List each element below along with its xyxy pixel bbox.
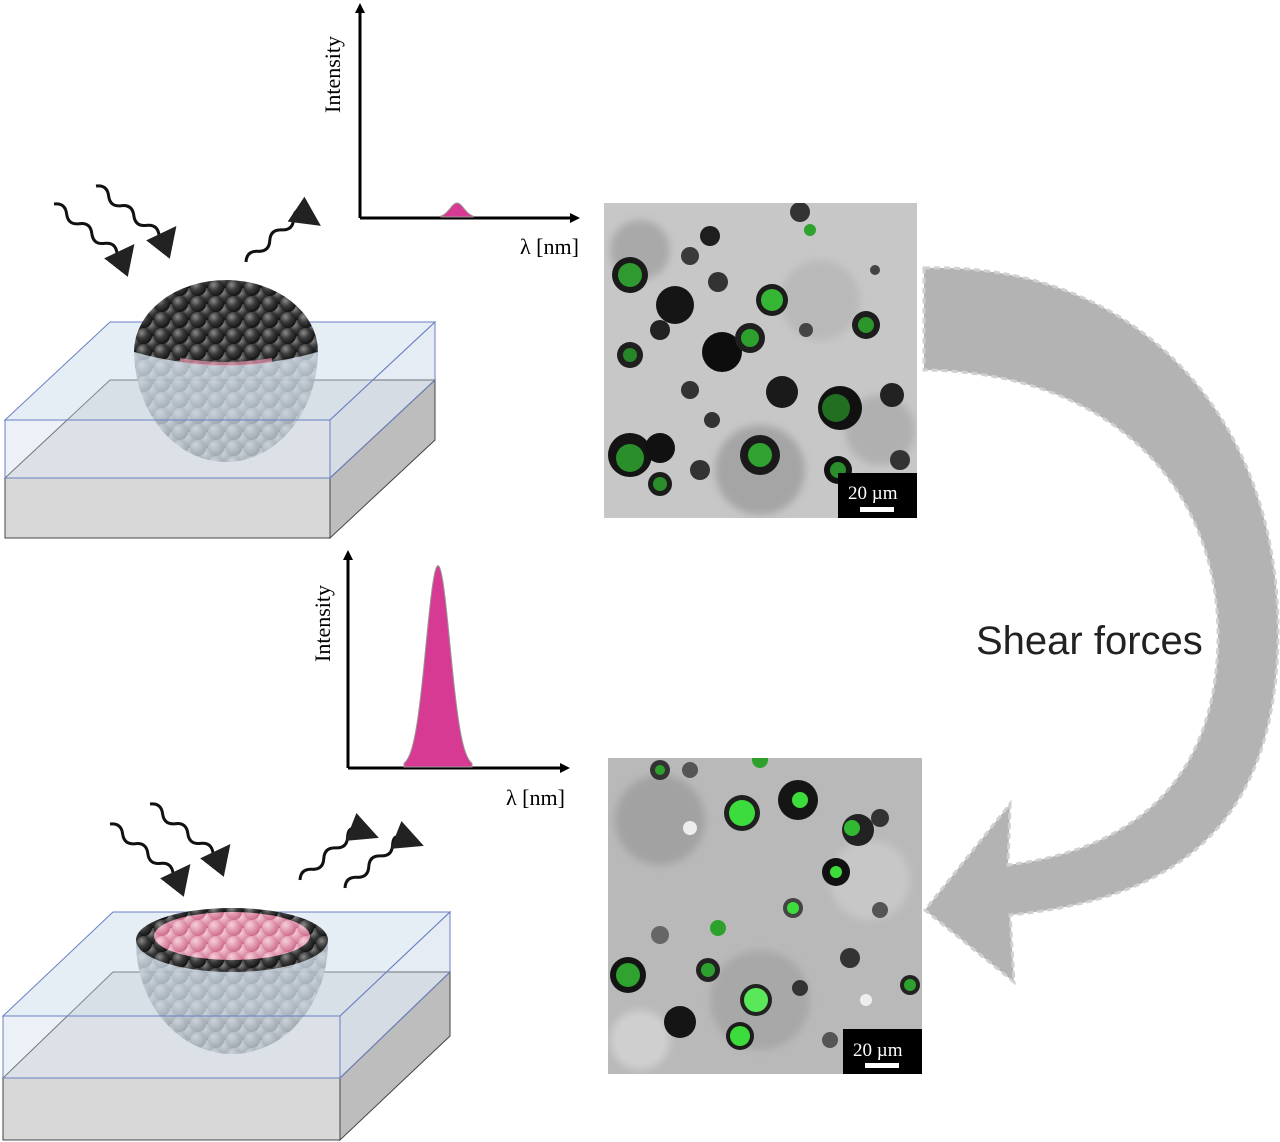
bottom-spectrum-plot: Intensity λ [nm] <box>310 550 570 810</box>
bottom-micrograph-particles <box>610 758 920 1050</box>
top-scale-bar-label: 20 µm <box>848 483 898 504</box>
bottom-scale-bar-label: 20 µm <box>853 1040 903 1061</box>
bottom-plot-y-label: Intensity <box>310 585 335 662</box>
top-glass-layer <box>3 320 437 480</box>
top-micrograph: 20 µm <box>604 203 917 518</box>
bottom-emitted-light-wave-icon <box>298 812 424 889</box>
top-capsule-schematic <box>3 280 437 540</box>
top-scale-bar <box>860 507 894 512</box>
shear-forces-label: Shear forces <box>976 619 1203 663</box>
shear-forces-curved-arrow-icon <box>922 266 1280 986</box>
top-plot-x-label: λ [nm] <box>520 234 579 259</box>
bottom-plot-emission-peak <box>403 564 473 768</box>
top-plot-y-label: Intensity <box>320 36 345 113</box>
bottom-capsule-lower-half <box>136 942 328 1054</box>
bottom-scale-bar <box>865 1063 899 1068</box>
bottom-micrograph: 20 µm <box>608 758 922 1074</box>
top-capsule-lower-half <box>134 350 318 462</box>
bottom-plot-x-label: λ [nm] <box>506 785 565 810</box>
top-incoming-light-wave-icon <box>53 184 177 277</box>
top-plot-emission-peak <box>440 202 474 218</box>
top-emitted-light-wave-icon <box>244 196 321 263</box>
bottom-capsule-schematic <box>1 908 452 1142</box>
bottom-capsule-pink-core <box>154 912 310 960</box>
bottom-incoming-light-wave-icon <box>109 802 231 897</box>
top-spectrum-plot: Intensity λ [nm] <box>320 3 580 259</box>
top-capsule-dark-shell <box>134 280 318 365</box>
